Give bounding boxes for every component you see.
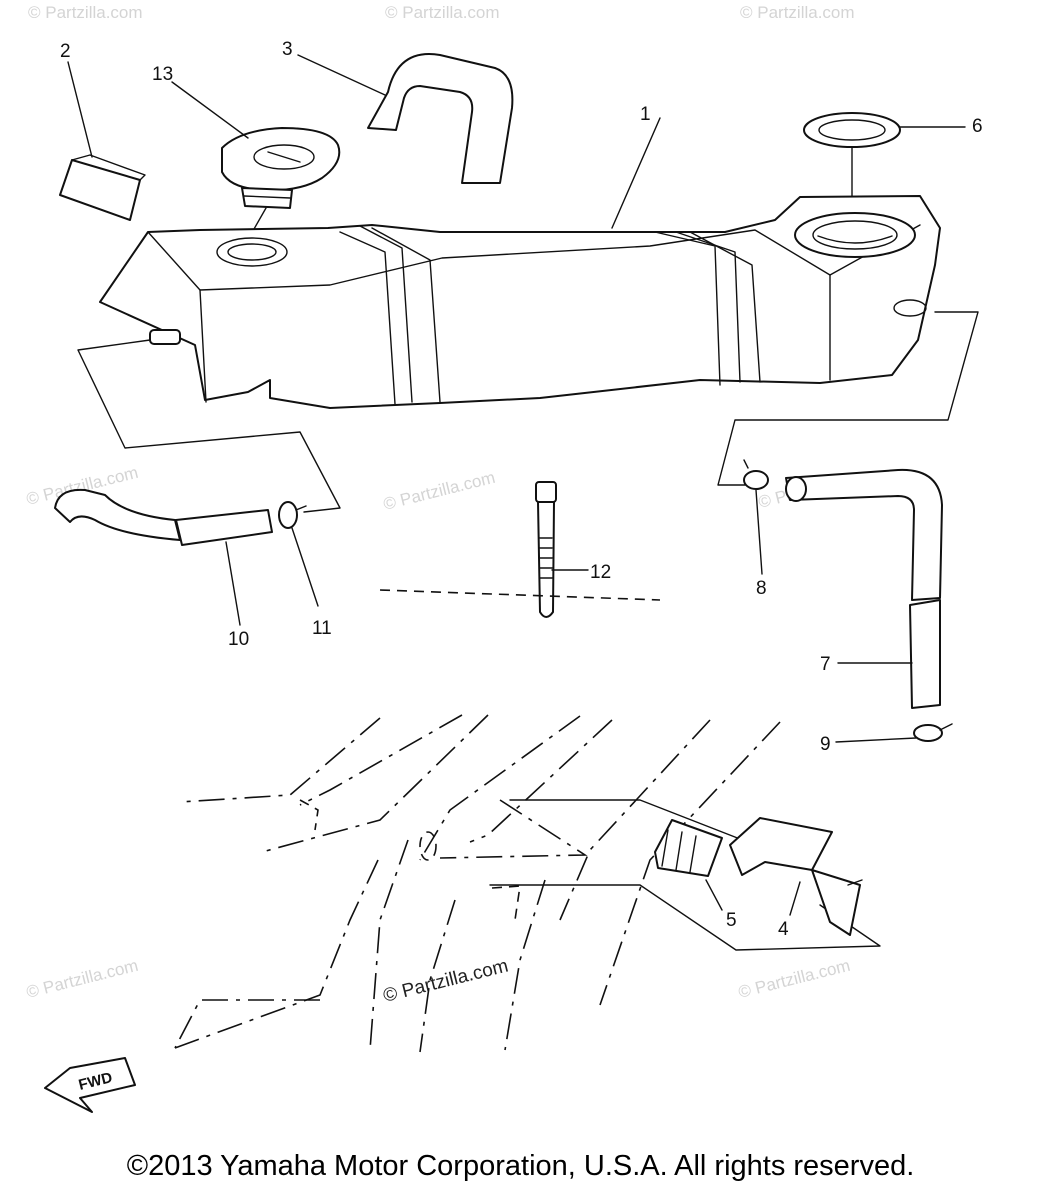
callout-4: 4 xyxy=(778,919,789,940)
part-10-hose xyxy=(54,488,273,626)
callout-13: 13 xyxy=(152,64,173,85)
callout-7: 7 xyxy=(820,654,831,675)
part-12-strap xyxy=(379,481,661,618)
fuel-tank-exploded-diagram: © Partzilla.com © Partzilla.com © Partzi… xyxy=(24,3,983,1113)
callout-12: 12 xyxy=(590,562,611,583)
frame-phantom-lines xyxy=(174,714,781,1053)
watermark: © Partzilla.com xyxy=(385,3,500,22)
part-1-fuel-tank xyxy=(99,117,941,409)
callout-labels: 1 2 3 4 5 6 7 8 9 10 11 12 13 xyxy=(60,39,983,940)
fwd-arrow: FWD xyxy=(44,1057,136,1113)
part-2-block xyxy=(59,61,146,221)
callout-1: 1 xyxy=(640,104,651,125)
callout-9: 9 xyxy=(820,734,831,755)
watermark: © Partzilla.com xyxy=(736,956,852,1002)
callout-10: 10 xyxy=(228,629,249,650)
callout-2: 2 xyxy=(60,41,71,62)
copyright-notice: ©2013 Yamaha Motor Corporation, U.S.A. A… xyxy=(126,1150,915,1182)
part-8-clamp xyxy=(743,459,769,575)
watermark: © Partzilla.com xyxy=(24,956,140,1002)
watermark: © Partzilla.com xyxy=(28,3,143,22)
part-13-cap xyxy=(171,81,341,237)
watermark: © Partzilla.com xyxy=(740,3,855,22)
part-11-clamp xyxy=(278,501,319,607)
callout-11: 11 xyxy=(312,618,332,639)
part-3-bracket xyxy=(297,53,514,184)
part-9-clamp xyxy=(835,723,953,743)
part-4-holder xyxy=(729,817,863,936)
callout-8: 8 xyxy=(756,578,767,599)
routing-lines-lower xyxy=(489,799,881,951)
callout-6: 6 xyxy=(972,116,983,137)
callout-5: 5 xyxy=(726,910,737,931)
watermark: © Partzilla.com xyxy=(381,468,497,514)
part-5-canister xyxy=(654,819,723,911)
part-7-hose xyxy=(785,468,943,709)
callout-3: 3 xyxy=(282,39,293,60)
watermark-center: © Partzilla.com xyxy=(381,956,510,1007)
routing-lines xyxy=(77,311,979,513)
